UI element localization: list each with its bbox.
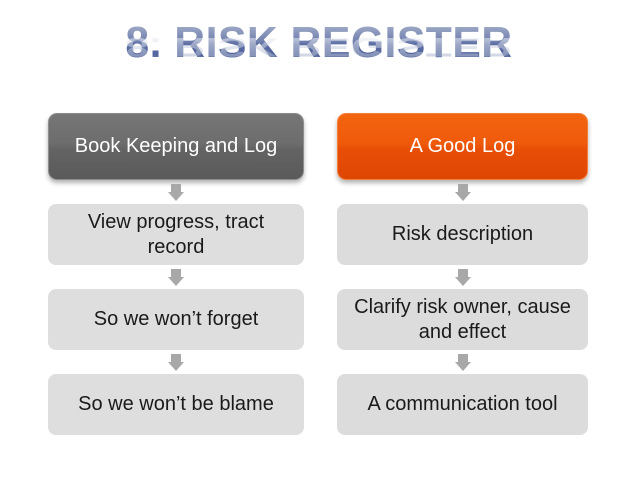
list-item[interactable]: View progress, tract record xyxy=(48,204,304,265)
column-header-label: Book Keeping and Log xyxy=(74,135,278,157)
page-title-reflection: 8. RISK REGISTER xyxy=(10,31,629,62)
list-item-label: So we won’t forget xyxy=(93,308,259,330)
list-item-label: Risk description xyxy=(391,223,534,245)
arrow-down-icon xyxy=(48,265,304,289)
column-header-label: A Good Log xyxy=(409,135,516,157)
column-header-a-good-log[interactable]: A Good Log xyxy=(337,113,588,180)
column-book-keeping-and-log: Book Keeping and Log View progress, trac… xyxy=(48,113,304,435)
list-item-label: View progress, tract record xyxy=(87,210,265,258)
column-a-good-log: A Good Log Risk description Clarify risk… xyxy=(337,113,588,435)
list-item[interactable]: A communication tool xyxy=(337,374,588,435)
page-title: 8. RISK REGISTER 8. RISK REGISTER xyxy=(0,18,638,98)
list-item-label: Clarify risk owner, cause and effect xyxy=(354,295,571,343)
arrow-down-icon xyxy=(48,350,304,374)
list-item-label: A communication tool xyxy=(367,393,558,415)
list-item-label: So we won’t be blame xyxy=(78,393,274,415)
arrow-down-icon xyxy=(48,180,304,204)
page-title-text: 8. RISK REGISTER xyxy=(10,18,629,68)
list-item[interactable]: Clarify risk owner, cause and effect xyxy=(337,289,588,350)
list-item[interactable]: Risk description xyxy=(337,204,588,265)
column-header-book-keeping-and-log[interactable]: Book Keeping and Log xyxy=(48,113,304,180)
list-item[interactable]: So we won’t be blame xyxy=(48,374,304,435)
arrow-down-icon xyxy=(337,350,588,374)
arrow-down-icon xyxy=(337,265,588,289)
arrow-down-icon xyxy=(337,180,588,204)
list-item[interactable]: So we won’t forget xyxy=(48,289,304,350)
